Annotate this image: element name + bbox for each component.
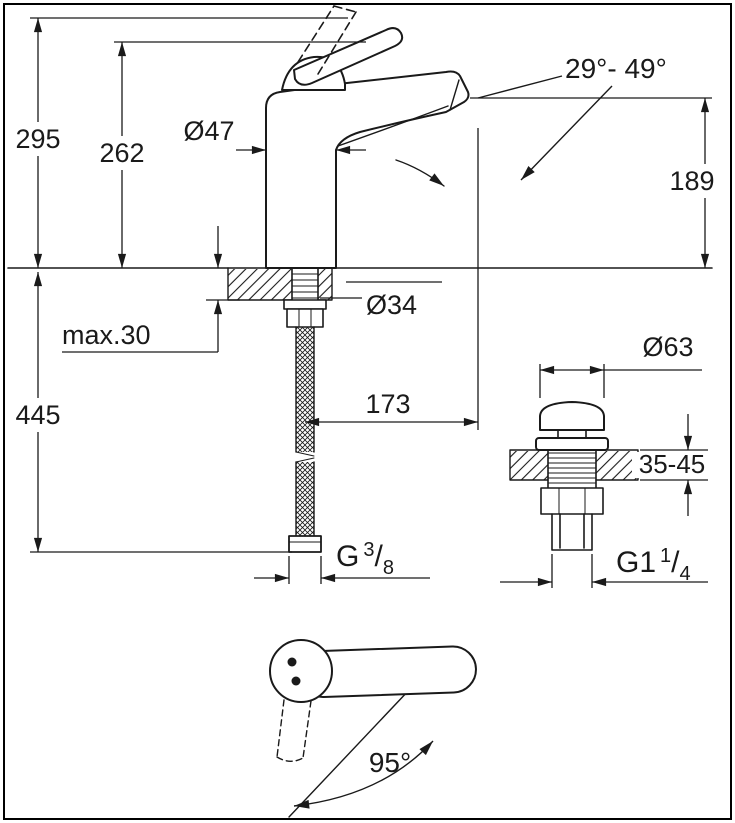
label-waste-flange-diameter: Ø63 — [642, 332, 693, 362]
dimension-waste-flange-diameter: Ø63 — [539, 332, 702, 398]
waste-plug-cap — [539, 401, 605, 431]
mounting-nut — [286, 308, 324, 328]
label-outlet-height: 189 — [669, 166, 714, 196]
handle-top-view — [269, 639, 477, 818]
hidden-body-plan — [276, 699, 312, 762]
dimension-hose-length: 445 — [12, 272, 292, 553]
handle-lever-raised-phantom — [297, 5, 357, 75]
label-tap-hole-diameter: Ø34 — [366, 290, 417, 320]
cap-detail-dot — [287, 657, 297, 667]
waste-plug-neck — [557, 429, 587, 439]
dimension-overall-height: 295 — [12, 17, 348, 268]
dimension-max-deck-thickness: max.30 — [62, 226, 240, 353]
dimensions: 295 262 Ø47 29°- 49° — [12, 17, 720, 809]
waste-body — [540, 449, 604, 551]
label-lever-height: 262 — [99, 138, 144, 168]
supply-hose — [288, 326, 322, 553]
waste-counter-section — [509, 449, 639, 481]
cap-detail-dot — [291, 676, 301, 686]
label-hose-length: 445 — [15, 400, 60, 430]
washer — [283, 299, 327, 310]
label-overall-height: 295 — [15, 124, 60, 154]
label-max-deck-thickness: max.30 — [62, 320, 151, 350]
label-handle-swivel-angle: 95° — [369, 747, 411, 778]
hose-end-fitting — [288, 535, 322, 553]
dimension-handle-swivel-angle: 95° — [293, 740, 434, 809]
handle-cap-plan — [269, 639, 333, 703]
waste-nut — [540, 487, 604, 515]
waste-tailpiece — [551, 513, 593, 551]
counter-cross-section — [227, 267, 333, 301]
mounting-shank — [283, 267, 327, 328]
label-spout-reach: 173 — [365, 389, 410, 419]
faucet-side-view — [7, 5, 713, 553]
dimension-outlet-height: 189 — [470, 97, 720, 268]
waste-flange — [535, 437, 609, 451]
label-waste-deck-thickness: 35-45 — [639, 449, 706, 479]
dimension-spout-angle-range: 29°- 49° — [477, 53, 667, 181]
spout-inner-edge — [337, 105, 449, 147]
dimension-waste-deck-thickness: 35-45 — [632, 414, 714, 516]
dimension-lever-height: 262 — [96, 41, 366, 268]
flow-direction-arrow — [395, 159, 445, 187]
dimension-tap-hole-diameter: Ø34 — [320, 281, 442, 320]
label-spout-angle-range: 29°- 49° — [565, 53, 667, 84]
label-body-diameter: Ø47 — [183, 116, 234, 146]
aerator-face-line — [449, 79, 460, 111]
waste-assembly-view — [509, 401, 639, 551]
dimension-spout-reach: 173 — [305, 128, 479, 430]
faucet-body-outline — [265, 70, 470, 269]
dimension-body-diameter: Ø47 — [183, 116, 366, 155]
handle-lever — [293, 27, 404, 86]
